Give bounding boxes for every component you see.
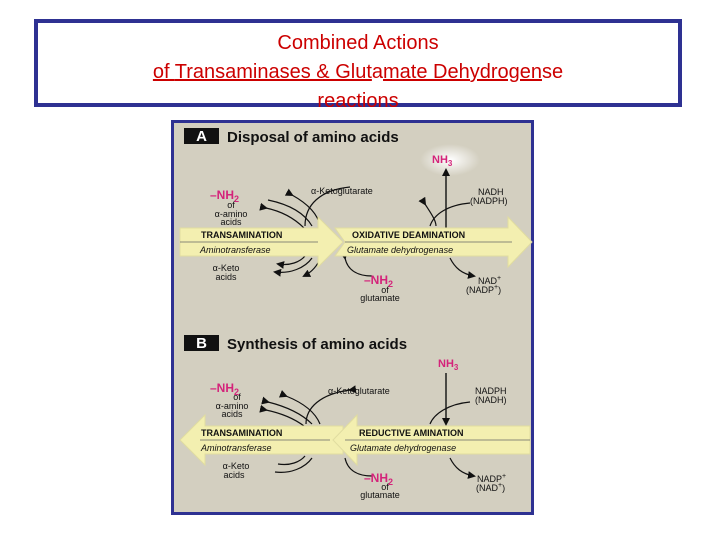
amino-curve-a-3 — [259, 202, 305, 229]
nadh-paren-b: (NADH) — [475, 395, 507, 405]
title-line-2: of Transaminases & Glutamate Dehydrogens… — [38, 58, 678, 87]
nad-b-close: ) — [502, 483, 505, 493]
nadp-paren-a: (NADP+) — [466, 284, 501, 295]
nad-curve-a — [449, 257, 476, 279]
oxidative-label-a: OXIDATIVE DEAMINATION — [352, 230, 465, 240]
keto-curve-a-1 — [276, 255, 306, 269]
nh3-a-main: NH — [432, 154, 448, 166]
amino-curve-b-3 — [259, 404, 305, 427]
nh3-b-main: NH — [438, 358, 454, 370]
nh3-glow-a — [420, 144, 480, 176]
of-left-b: of — [233, 392, 241, 402]
nh2-left-b: –NH2 — [210, 381, 239, 397]
akg-label-b: α-Ketoglutarate — [328, 386, 390, 396]
panel-b-heading: Synthesis of amino acids — [227, 336, 407, 353]
nh3-a: NH3 — [432, 154, 453, 168]
reductive-label-b: REDUCTIVE AMINATION — [359, 428, 464, 438]
amino-curve-b — [278, 390, 321, 425]
acids-keto-b: acids — [223, 470, 245, 480]
nh2-glu-a-main: –NH — [364, 273, 388, 287]
of-glu-a: of — [381, 285, 389, 295]
nh3-b: NH3 — [438, 358, 459, 372]
alpha-keto-a: α-Keto — [213, 263, 240, 273]
title-box: Combined Actions of Transaminases & Glut… — [34, 19, 682, 112]
title-line-2-a: of — [152, 61, 175, 83]
nad-b-sup: + — [498, 482, 502, 489]
nh2-glu-b-main: –NH — [364, 471, 388, 485]
nh2-left-a-main: –NH — [210, 188, 234, 202]
nh3-a-sub: 3 — [448, 159, 453, 168]
amino-curve-a-2 — [267, 199, 313, 227]
nadh-label-a: NADH — [478, 187, 504, 197]
nh2-glu-b-sub: 2 — [388, 477, 393, 487]
nadph-paren-a: (NADPH) — [470, 196, 508, 206]
acids-left-b: acids — [221, 409, 243, 419]
title-line-2-e: se — [541, 61, 564, 83]
nadp-label-b: NADP+ — [477, 473, 506, 484]
nadh-curve-a — [429, 202, 471, 227]
acids-keto-a: acids — [215, 272, 237, 282]
acids-left-a: acids — [220, 217, 242, 227]
nh2-left-b-main: –NH — [210, 381, 234, 395]
of-left-a: of — [227, 200, 235, 210]
keto-curve-b-2 — [274, 457, 313, 473]
alpha-amino-a: α-amino — [215, 209, 248, 219]
glu-curve-b — [344, 457, 373, 477]
nadp-a-sup: + — [494, 284, 498, 291]
nad-b-main: (NAD — [476, 483, 498, 493]
title-line-2-c: a — [371, 61, 383, 83]
aminotransferase-label-a: Aminotransferase — [199, 245, 271, 255]
panel-a-letter-box — [184, 128, 219, 144]
akg-label-a: α-Ketoglutarate — [311, 186, 373, 196]
nh2-glu-b: –NH2 — [364, 471, 393, 487]
transamination-label-a: TRANSAMINATION — [201, 230, 282, 240]
nh2-glu-a: –NH2 — [364, 273, 393, 289]
nadp-curve-b — [449, 457, 476, 479]
nad-a-sup: + — [497, 275, 501, 282]
gdh-label-a: Glutamate dehydrogenase — [347, 245, 453, 255]
title-line-1: Combined Actions — [277, 32, 439, 54]
gdh-label-b: Glutamate dehydrogenase — [350, 443, 456, 453]
alpha-keto-b: α-Keto — [223, 461, 250, 471]
transamination-label-b: TRANSAMINATION — [201, 428, 282, 438]
nad-a-main: NAD — [478, 276, 498, 286]
keto-curve-a-2 — [273, 257, 313, 277]
nh2-glu-a-sub: 2 — [388, 279, 393, 289]
title-line-2-b: Transaminases & Glut — [174, 61, 372, 83]
glutamate-b: glutamate — [360, 490, 400, 500]
nh3-b-sub: 3 — [454, 363, 459, 372]
nh2-left-a-sub: 2 — [234, 194, 239, 204]
nadh-curve-a-2 — [418, 196, 437, 227]
slide-title: Combined Actions of Transaminases & Glut… — [38, 29, 678, 116]
nadph-curve-b — [429, 401, 471, 425]
nadp-b-sup: + — [502, 473, 506, 480]
of-glu-b: of — [381, 482, 389, 492]
alpha-amino-b: α-amino — [216, 401, 249, 411]
nh2-left-a: –NH2 — [210, 188, 239, 204]
amino-curve-b-2 — [261, 396, 313, 425]
title-line-2-d: mate Dehydrogen — [383, 61, 542, 83]
glutamate-a: glutamate — [360, 293, 400, 303]
panel-a-letter: A — [196, 128, 207, 145]
nad-paren-b: (NAD+) — [476, 482, 505, 493]
nadp-a-close: ) — [498, 285, 501, 295]
nh2-left-b-sub: 2 — [234, 387, 239, 397]
panel-a-heading: Disposal of amino acids — [227, 129, 399, 146]
title-line-3: reactions — [317, 90, 399, 112]
nadp-b-main: NADP — [477, 474, 502, 484]
panel-a: A Disposal of amino acids NH3 TRANSAMINA… — [179, 128, 533, 303]
nadph-label-b: NADPH — [475, 386, 507, 396]
akg-curve-a — [304, 186, 351, 227]
glu-curve-a — [339, 251, 373, 277]
nadp-a-main: (NADP — [466, 285, 494, 295]
aminotransferase-label-b: Aminotransferase — [200, 443, 272, 453]
panel-b-letter: B — [196, 335, 207, 352]
nad-label-a: NAD+ — [478, 275, 501, 286]
panel-b-letter-box — [184, 335, 219, 351]
keto-curve-b-1 — [277, 455, 306, 466]
panel-b: B Synthesis of amino acids NH3 TRANSAMIN… — [179, 335, 531, 500]
